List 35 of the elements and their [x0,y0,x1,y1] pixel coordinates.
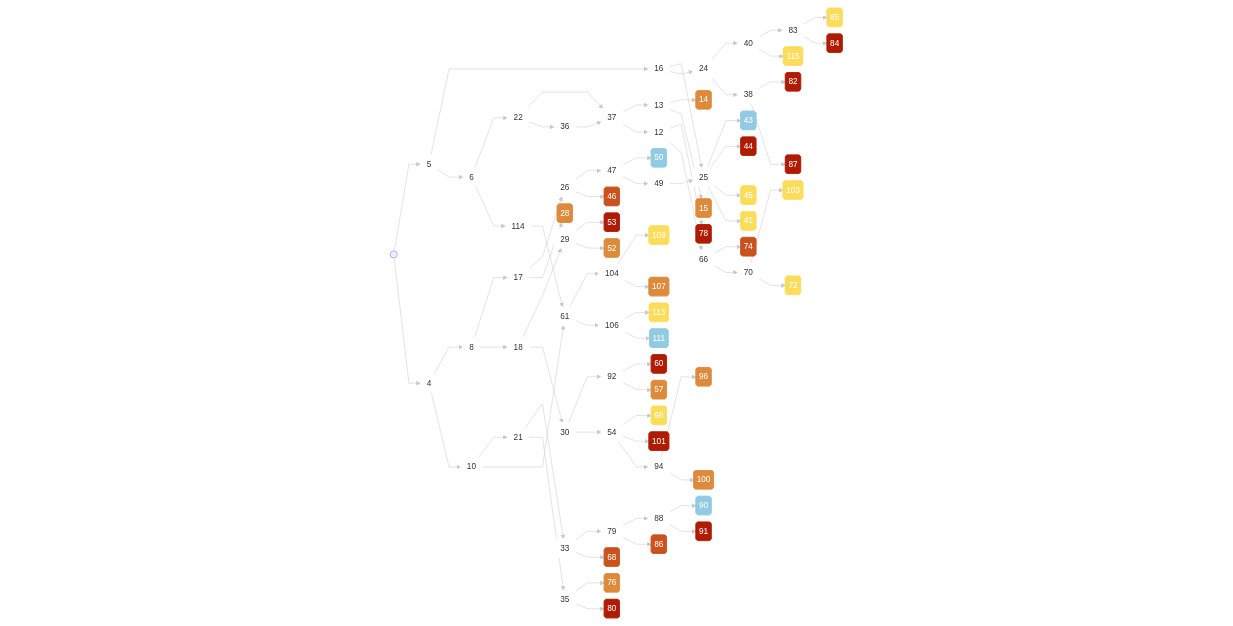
node-text: 40 [743,38,754,48]
node-text: 79 [607,526,617,536]
node-text: 5 [426,159,432,169]
node-text: 24 [699,64,709,74]
node-text: 49 [654,178,664,188]
node-text: 94 [654,462,664,472]
node-text: 21 [513,432,523,442]
node-text: 37 [607,113,617,122]
node-text: 92 [607,372,617,381]
node-text: 30 [560,427,570,437]
node-text: 12 [654,127,664,137]
node-text: 6 [469,172,474,182]
node-text: 54 [607,427,617,437]
node-text: 88 [654,513,664,523]
node-text: 47 [607,166,617,175]
node-text: 36 [560,122,570,131]
node-text: 61 [560,311,570,321]
node-text: 16 [654,64,664,74]
node-text: 10 [467,462,477,472]
node-text: 70 [743,267,754,277]
node-text: 17 [513,272,523,282]
node-text: 66 [699,254,709,264]
node-text: 114 [511,221,525,231]
node-text: 18 [513,342,523,352]
node-text: 83 [788,25,798,35]
node-text: 35 [560,594,570,604]
node-text: 104 [605,269,620,278]
node-text: 26 [560,182,570,192]
node-text: 13 [654,100,664,110]
node-text: 8 [469,342,474,352]
node-text: 22 [513,113,523,122]
node-circle [390,250,398,259]
node-text: 4 [426,378,432,388]
node-text: 38 [743,90,754,99]
node-text: 106 [605,320,620,330]
